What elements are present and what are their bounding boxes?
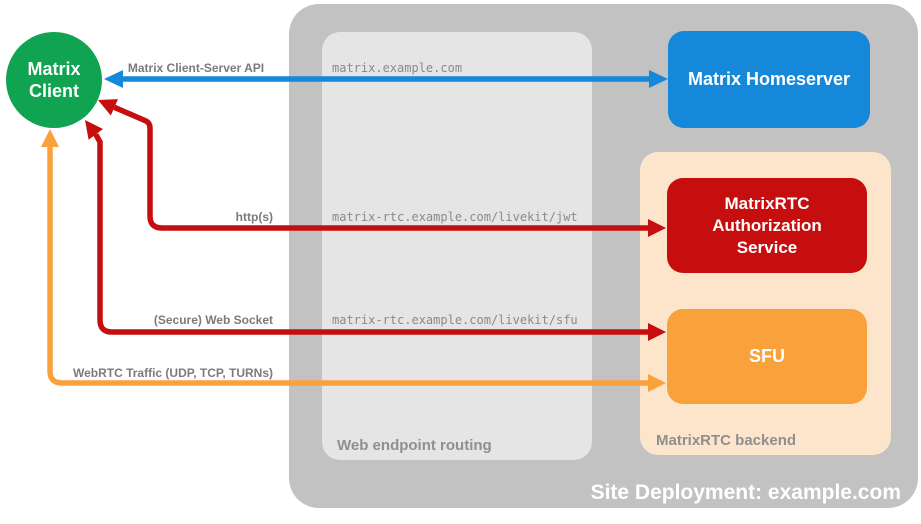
- http-edge-label: http(s): [235, 210, 273, 224]
- site-deployment-title: Site Deployment: example.com: [590, 481, 901, 504]
- matrixrtc-backend-label: MatrixRTC backend: [656, 432, 797, 449]
- endpoint-livekit-jwt: matrix-rtc.example.com/livekit/jwt: [332, 210, 578, 224]
- endpoint-homeserver: matrix.example.com: [332, 61, 463, 75]
- client-server-api-edge-label: Matrix Client-Server API: [127, 61, 265, 75]
- matrix-homeserver-node: Matrix Homeserver: [668, 31, 870, 128]
- matrixrtc-auth-service-label: MatrixRTC Authorization Service: [712, 193, 822, 257]
- webrtc-edge-label: WebRTC Traffic (UDP, TCP, TURNs): [72, 366, 273, 380]
- sfu-label: SFU: [749, 346, 785, 366]
- matrix-client-node: Matrix Client: [6, 32, 102, 128]
- web-endpoint-routing-label: Web endpoint routing: [337, 437, 492, 454]
- matrix-client-label-line1: Matrix: [27, 59, 81, 79]
- matrixrtc-auth-service-node: MatrixRTC Authorization Service: [667, 178, 867, 273]
- endpoint-livekit-sfu: matrix-rtc.example.com/livekit/sfu: [332, 313, 578, 327]
- websocket-edge-label: (Secure) Web Socket: [153, 313, 273, 327]
- web-endpoint-routing-container: [322, 32, 592, 460]
- matrix-homeserver-label: Matrix Homeserver: [687, 69, 851, 89]
- matrix-client-label-line2: Client: [28, 81, 79, 101]
- sfu-node: SFU: [667, 309, 867, 404]
